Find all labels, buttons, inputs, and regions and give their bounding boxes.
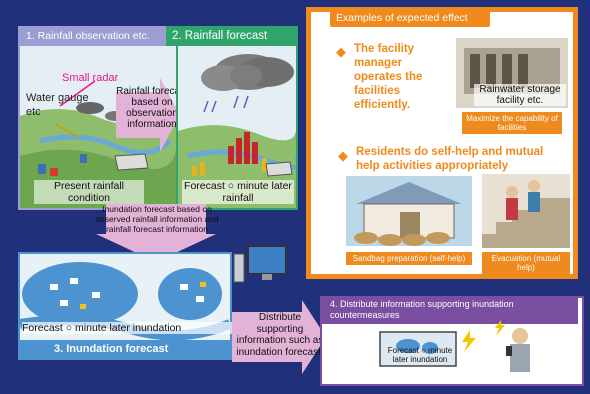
rain-cloud-icon [230,57,294,87]
sandbag-label: Sandbag preparation (self-help) [346,252,472,265]
person-with-phone-icon [506,328,530,372]
panel2-header: 2. Rainfall forecast [172,30,268,42]
sandbag-illustration [346,176,472,246]
display-screen-icon [379,331,457,367]
arrow-observation-to-forecast [116,78,180,152]
panel3-caption: Forecast ○ minute later inundation [22,322,232,334]
panel4-header-bar [322,298,578,324]
arrow-forecast-to-inundation [96,204,216,262]
panel3-title-bar [18,340,232,360]
evacuation-label: Evacuation (mutual help) [482,252,570,274]
expected-effect-title: Examples of expected effect [336,12,468,24]
arrow3-text: Distribute supporting information such a… [236,312,324,358]
panel1-header: 1. Rainfall observation etc. [26,30,150,42]
small-radar-label: Small radar [62,72,119,84]
etc-label: etc [26,106,41,118]
panel4-screen-text: Forecast ○ minute later inundation [387,346,453,364]
panel1-header-bar [20,28,176,46]
panel4-header: 4. Distribute information supporting inu… [330,299,514,320]
panel2-header-bar [166,26,296,46]
effect-item-facility: The facility manager operates the facili… [354,43,423,111]
maximize-label: Maximize the capability of facilities [462,112,562,134]
effect-item-residents: Residents do self-help and mutual help a… [356,146,544,172]
water-gauge-label: Water gauge [26,92,89,104]
arrow1-text: Rainfall forecast based on observation i… [116,86,188,130]
storage-facility-label: Rainwater storage facility etc. [474,84,566,106]
expected-effect-header-bar [330,10,490,27]
arrow2-text: Inundation forecast based on observed ra… [95,204,219,234]
diamond-bullet-1: ◆ [336,44,346,59]
panel1-caption: Present rainfall condition [34,180,144,204]
arrow-inundation-to-distribute [232,300,326,374]
computer-icon [233,245,287,283]
evacuation-illustration [482,174,570,248]
signal-icon [462,330,476,352]
diamond-bullet-2: ◆ [338,148,348,163]
phone-signal-icon [495,320,505,336]
panel3-title: 3. Inundation forecast [54,343,169,355]
panel2-caption: Forecast ○ minute later rainfall [182,180,294,204]
